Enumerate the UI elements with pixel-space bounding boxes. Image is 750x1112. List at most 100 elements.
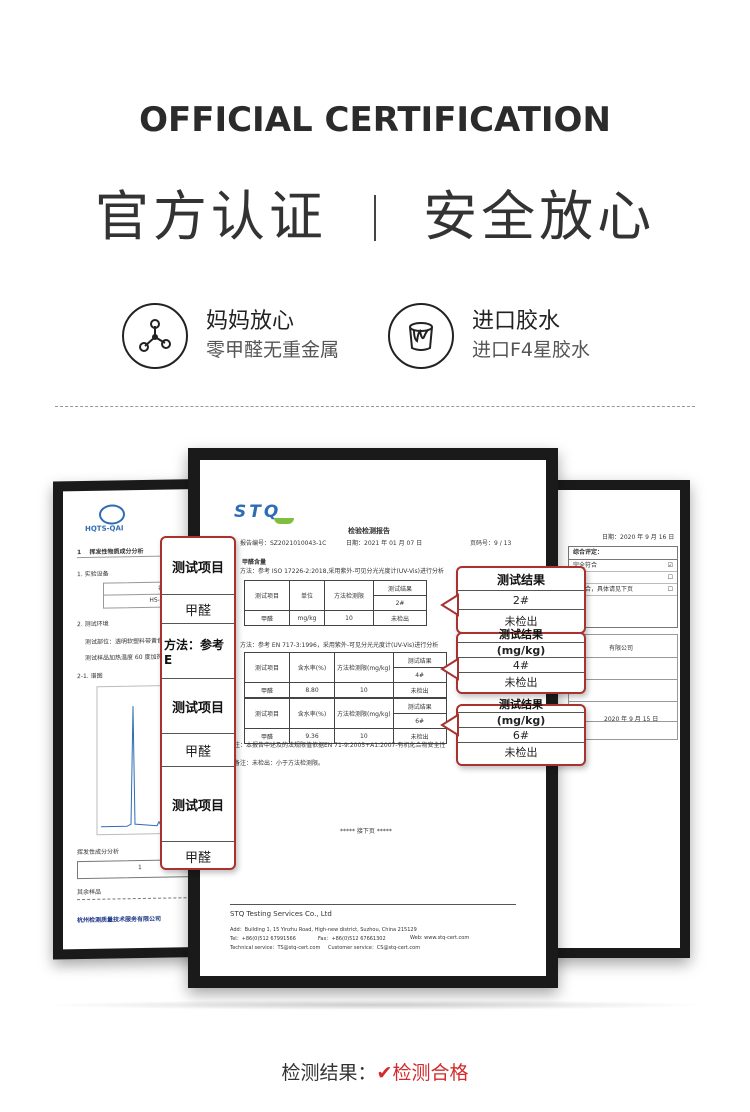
right-doc-date2: 2020 年 9 月 15 日 bbox=[604, 716, 659, 723]
td: 甲醛 bbox=[244, 728, 290, 744]
td: 未检出 bbox=[392, 682, 447, 698]
left-doc-heading: 1 挥发性物质成分分析 bbox=[77, 547, 144, 557]
rule bbox=[569, 679, 677, 680]
td: mg/kg bbox=[289, 610, 325, 626]
rule bbox=[569, 657, 677, 658]
doc-line: 2. 测试环境 bbox=[77, 620, 109, 629]
right-doc-date: 日期：2020 年 9 月 16 日 bbox=[602, 534, 675, 541]
summary-label: 综合评定： bbox=[569, 547, 677, 560]
footer-customer: Customer service：CS@stq-cert.com bbox=[328, 945, 421, 951]
callout-pointers bbox=[440, 593, 459, 737]
feature-subtitle: 进口F4星胶水 bbox=[472, 339, 591, 361]
stq-logo: STQ bbox=[234, 502, 282, 522]
th: 单位 bbox=[289, 580, 325, 611]
callout-unit: (mg/kg) bbox=[496, 713, 546, 727]
result-label: 检测结果： bbox=[281, 1062, 377, 1084]
summary-item: 完全符合☑ bbox=[569, 560, 677, 572]
td: 10 bbox=[334, 728, 394, 744]
td: 10 bbox=[334, 682, 394, 698]
hqts-logo-icon bbox=[99, 504, 125, 525]
callout-value: 未检出 bbox=[504, 746, 538, 759]
checkmark-icon: ✔ bbox=[376, 1062, 393, 1084]
title-cn-left: 官方认证 bbox=[94, 185, 327, 248]
th: 测试结果 bbox=[373, 580, 427, 596]
td: 甲醛 bbox=[244, 610, 290, 626]
report-remark: 备注：未检出：小于方法检测限。 bbox=[234, 760, 325, 767]
footer-rule bbox=[230, 904, 516, 905]
title-divider bbox=[374, 195, 376, 241]
callout-header: 测试结果 bbox=[458, 568, 584, 591]
callout-item: 测试项目 bbox=[162, 767, 234, 842]
th: 方法检测限(mg/kg) bbox=[334, 652, 394, 683]
callout-sample: 4# bbox=[458, 657, 584, 673]
doc-line: 挥发性成分分析 bbox=[77, 848, 120, 857]
feature-title: 进口胶水 bbox=[472, 309, 561, 334]
callout-item: 甲醛 bbox=[162, 595, 234, 624]
main-certificate-frame: STQ 检验检测报告 报告编号：SZ2021010043-1C 日期：2021 … bbox=[188, 448, 558, 988]
th: 含水率(%) bbox=[289, 652, 335, 683]
th: 2# bbox=[373, 595, 427, 611]
method-2: 方法：参考 EN 717-3:1996，采用紫外-可见分光光度计(UV-Vis)… bbox=[240, 642, 439, 649]
callout-item: 测试项目 bbox=[162, 679, 234, 734]
footer-tel: Tel：+86(0)512 67991566 bbox=[230, 936, 296, 942]
method-1: 方法：参考 ISO 17226-2:2018,采用紫外-可见分光光度计(UV-V… bbox=[240, 568, 444, 575]
left-logo-text: HQTS-QAI bbox=[85, 524, 124, 533]
footer-company: STQ Testing Services Co., Ltd bbox=[230, 910, 332, 918]
feature-glue: 进口胶水 进口F4星胶水 bbox=[388, 300, 590, 372]
report-note: 注：本报告中述及的法规限值依据EN 71-9:2005+A1:2007-有机化合… bbox=[234, 742, 446, 749]
callout-item: 方法：参考 E bbox=[162, 624, 234, 679]
feature-title: 妈妈放心 bbox=[206, 309, 295, 334]
td: 9.36 bbox=[289, 728, 335, 744]
doc-line: 其余样品 bbox=[77, 888, 102, 897]
doc-line: 1 bbox=[138, 864, 142, 872]
th: 测试项目 bbox=[244, 580, 290, 611]
td: 10 bbox=[324, 610, 374, 626]
title-cn-right: 安全放心 bbox=[423, 185, 656, 248]
report-date: 日期：2021 年 01 月 07 日 bbox=[346, 540, 423, 547]
doc-line: 测试部位：透明软塑料带黄色层 bbox=[85, 637, 170, 646]
callout-item: 甲醛 bbox=[162, 734, 234, 767]
callout-value: 未检出 bbox=[504, 615, 538, 628]
td: 8.80 bbox=[289, 682, 335, 698]
rule bbox=[569, 701, 677, 702]
callout-item: 甲醛 bbox=[184, 850, 211, 866]
th: 方法检测限(mg/kg) bbox=[334, 698, 394, 729]
callout-header: 测试结果 bbox=[458, 628, 584, 643]
right-company: 有限公司 bbox=[609, 645, 634, 652]
callout-item: 测试项目 bbox=[162, 538, 234, 595]
result-callout-4: 测试结果 (mg/kg) 4# 未检出 bbox=[456, 628, 586, 694]
th: 含水率(%) bbox=[289, 698, 335, 729]
section-title: 甲醛含量 bbox=[242, 559, 267, 566]
th: 方法检测限 bbox=[324, 580, 374, 611]
summary-item: 不符合，具体请见下页☐ bbox=[569, 584, 677, 596]
th: 测试结果 bbox=[392, 698, 447, 714]
feature-subtitle: 零甲醛无重金属 bbox=[206, 339, 340, 361]
report-end: ***** 接下页 ***** bbox=[340, 828, 392, 835]
callout-header: 测试结果 bbox=[458, 698, 584, 713]
td: 未检出 bbox=[392, 728, 447, 744]
th: 测试结果 bbox=[392, 652, 447, 668]
footer-web: Web: www.stq-cert.com bbox=[410, 935, 470, 941]
th: 测试项目 bbox=[244, 652, 290, 683]
callout-sample: 6# bbox=[458, 727, 584, 743]
stq-logo-leaf bbox=[274, 518, 294, 524]
result-callout-2: 测试结果 2# 未检出 bbox=[456, 566, 586, 634]
th: 6# bbox=[392, 713, 447, 729]
doc-line: 杭州检测质量技术服务有限公司 bbox=[77, 915, 162, 925]
footer-address: Add：Building 1, 15 Yinzhu Road, High-new… bbox=[230, 927, 417, 933]
page-title-en: OFFICIAL CERTIFICATION bbox=[139, 100, 611, 140]
th: 4# bbox=[392, 667, 447, 683]
molecule-icon bbox=[122, 303, 188, 369]
td: 未检出 bbox=[373, 610, 427, 626]
td: 甲醛 bbox=[244, 682, 290, 698]
page-title-cn: 官方认证 安全放心 bbox=[0, 172, 750, 251]
report-title: 检验检测报告 bbox=[348, 527, 390, 535]
report-number: 报告编号：SZ2021010043-1C bbox=[240, 540, 327, 547]
glue-bucket-icon bbox=[388, 303, 454, 369]
callout-unit: (mg/kg) bbox=[496, 643, 546, 657]
left-callout: 测试项目 甲醛 方法：参考 E 测试项目 甲醛 测试项目 甲醛 bbox=[160, 536, 236, 870]
footer-tech: Technical service：TS@stq-cert.com bbox=[230, 945, 321, 951]
